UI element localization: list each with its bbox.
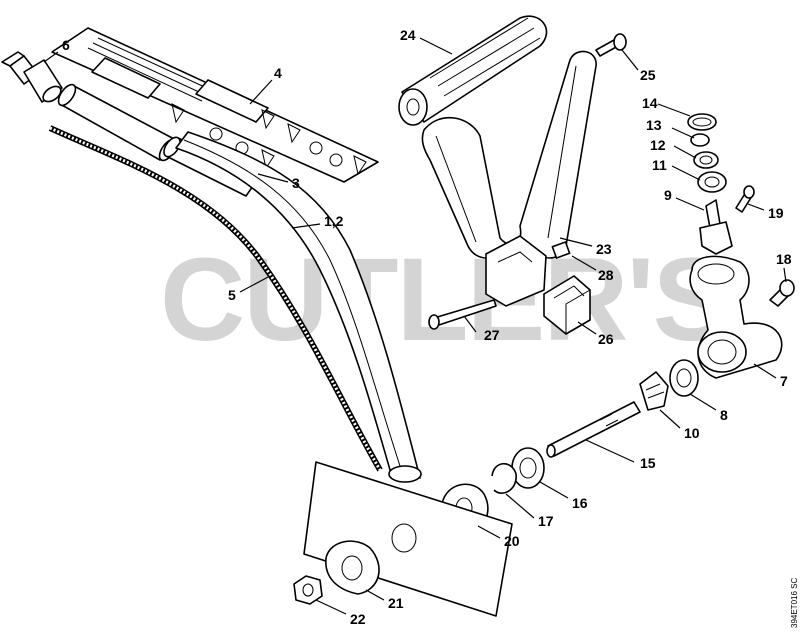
- callout-12: 12: [650, 137, 666, 153]
- callout-9: 9: [664, 187, 672, 203]
- part-12-ring: [693, 151, 719, 169]
- callout-18: 18: [776, 251, 792, 267]
- watermark-text: CUTLER'S: [160, 234, 729, 366]
- callout-17: 17: [538, 513, 554, 529]
- guard-plate: [303, 461, 513, 617]
- callout-5: 5: [228, 287, 236, 303]
- part-13-washer: [690, 133, 710, 147]
- callout-26: 26: [598, 331, 614, 347]
- part-16-bearing: [511, 447, 545, 489]
- part-19-screw: [735, 185, 755, 213]
- callout-21: 21: [388, 595, 404, 611]
- part-27-long-screw: [428, 299, 497, 330]
- part-26-clamp-block: [543, 275, 591, 335]
- part-4-decal-sheet: [51, 27, 379, 183]
- part-21-sleeve: [325, 540, 380, 595]
- callout-10: 10: [684, 425, 700, 441]
- callout-25: 25: [640, 67, 656, 83]
- callout-22: 22: [350, 611, 366, 627]
- part-22-hex-nut: [293, 575, 323, 605]
- callout-1-2: 1,2: [324, 213, 344, 229]
- callout-16: 16: [572, 495, 588, 511]
- part-17-circlip: [491, 462, 517, 494]
- callout-23: 23: [596, 241, 612, 257]
- drawing-code: 394ET016 SC: [790, 578, 799, 628]
- part-9-pinion: [699, 199, 733, 255]
- part-28-square-nut: [551, 241, 571, 259]
- callout-27: 27: [484, 327, 500, 343]
- callout-7: 7: [780, 373, 788, 389]
- leader-lines: [43, 37, 787, 615]
- part-7-gear-housing: [689, 255, 783, 379]
- callout-11: 11: [652, 157, 667, 173]
- part-5-flex-shaft: [48, 125, 383, 472]
- part-25-screw: [595, 33, 627, 57]
- part-15-shaft: [546, 401, 641, 458]
- callout-labels: 6 4 3 1,2 5 24 25 14 13 12 11 9 19 18 7 …: [62, 27, 792, 627]
- callout-3: 3: [292, 175, 300, 191]
- part-11-bearing: [697, 171, 727, 193]
- callout-8: 8: [720, 407, 728, 423]
- callout-28: 28: [598, 267, 614, 283]
- part-24-handle-grip: [398, 15, 548, 126]
- part-6-end-plug: [1, 51, 63, 103]
- callout-4: 4: [274, 65, 282, 81]
- callout-15: 15: [640, 455, 656, 471]
- part-14-circlip: [687, 113, 717, 131]
- callout-13: 13: [646, 117, 662, 133]
- callout-20: 20: [504, 533, 520, 549]
- callout-24: 24: [400, 27, 416, 43]
- part-23-handle-frame: [421, 50, 597, 307]
- callout-19: 19: [768, 205, 784, 221]
- part-8-bearing: [669, 359, 699, 397]
- callout-14: 14: [642, 95, 658, 111]
- part-1-2-drive-tube: [175, 131, 422, 483]
- part-10-bevel-gear: [639, 371, 669, 411]
- part-18-screw: [769, 279, 795, 307]
- callout-6: 6: [62, 37, 70, 53]
